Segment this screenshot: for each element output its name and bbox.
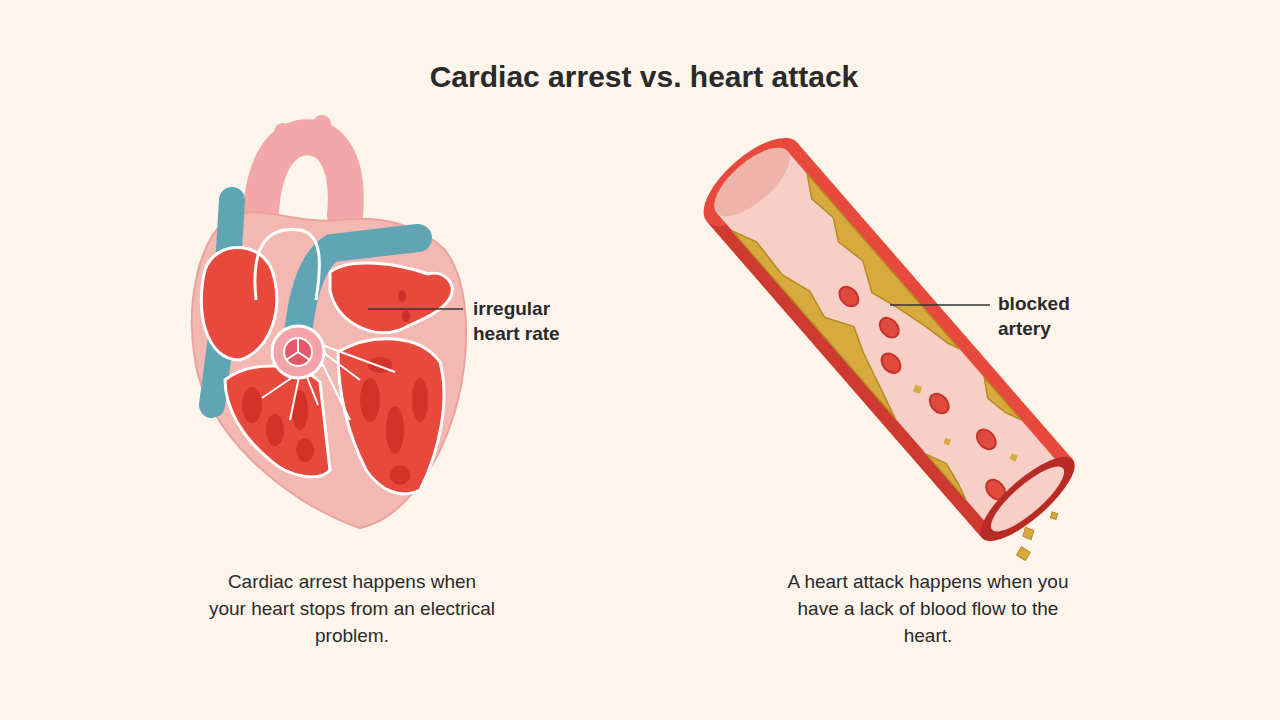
diagram-title: Cardiac arrest vs. heart attack [4, 58, 1280, 96]
muscle-texture [412, 378, 428, 422]
heart-body [192, 212, 466, 528]
heart-valve [272, 326, 324, 378]
muscle-texture [242, 387, 262, 423]
atrium-dot [398, 290, 406, 302]
blood-cell [973, 426, 1000, 453]
aorta-branch [283, 132, 286, 150]
leader-line [368, 308, 463, 310]
muscle-texture [390, 465, 410, 485]
aorta-branch [318, 124, 322, 140]
aorta-outline [255, 229, 319, 300]
caption-text: Cardiac arrest happens when your heart s… [207, 568, 497, 649]
muscle-texture [360, 378, 380, 422]
right-ventricle [225, 366, 330, 477]
plaque [732, 212, 917, 418]
left-atrium [330, 263, 452, 333]
heart-illustration [192, 124, 466, 528]
muscle-texture [386, 406, 404, 454]
leader-line [890, 304, 990, 306]
blood-cell [836, 283, 863, 310]
blood-cell [876, 314, 903, 341]
blood-cell [926, 390, 953, 417]
plaque [785, 174, 959, 368]
heart-valve-inner [284, 338, 312, 366]
blood-cell [878, 350, 905, 377]
artery-lumen [717, 151, 1063, 530]
valve-leaflets [286, 338, 310, 360]
artery-wall [707, 143, 1073, 539]
artery-opening [703, 136, 800, 228]
right-atrium [201, 248, 276, 361]
left-ventricle [338, 339, 444, 494]
atrium-dot [402, 310, 410, 322]
debris [1007, 506, 1067, 563]
part-label: blocked artery [998, 291, 1108, 341]
muscle-texture [266, 414, 284, 446]
part-label: irregular heart rate [473, 296, 593, 346]
plaque [926, 448, 972, 499]
caption-text: A heart attack happens when you have a l… [773, 568, 1083, 649]
muscle-texture [296, 438, 314, 462]
artery-illustration [690, 123, 1103, 572]
plaque [976, 378, 1021, 427]
